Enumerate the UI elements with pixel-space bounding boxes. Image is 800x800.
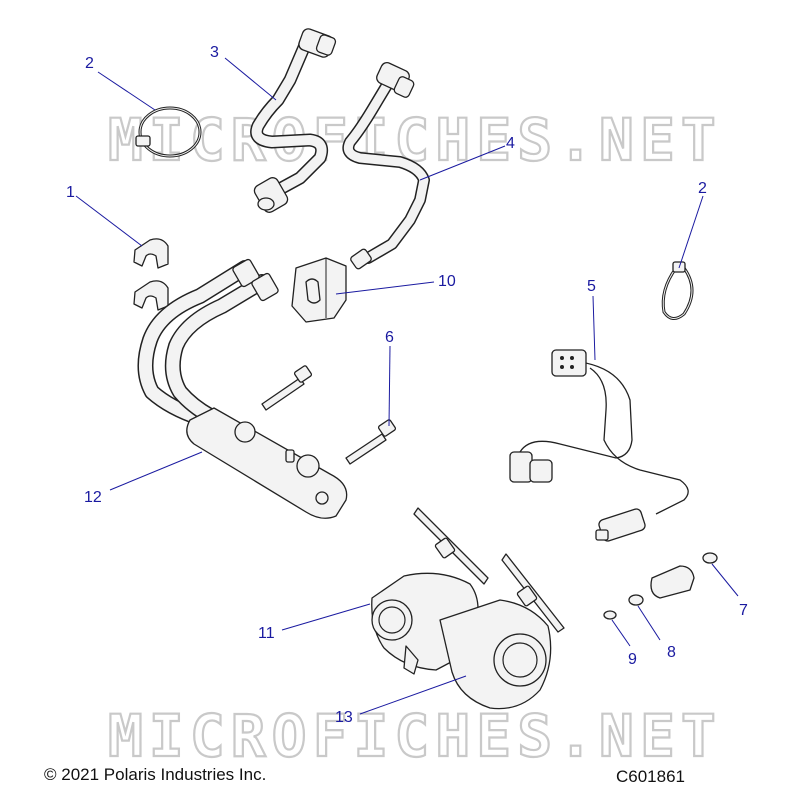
clip-1[interactable] (133, 238, 169, 311)
callout-6: 6 (385, 329, 394, 346)
hose-clamp-left[interactable] (135, 106, 202, 158)
washer-7[interactable] (702, 552, 718, 564)
callout-9: 9 (628, 651, 637, 668)
callout-5: 5 (587, 278, 596, 295)
throttle-body-11-13[interactable] (371, 507, 565, 710)
bolt-6[interactable] (261, 365, 397, 465)
callout-10: 10 (438, 273, 456, 290)
drawing-code: C601861 (616, 767, 685, 786)
callout-11: 11 (258, 625, 275, 642)
washer-8[interactable] (628, 594, 644, 606)
fitting[interactable] (650, 565, 695, 599)
fuel-rail-12[interactable] (137, 258, 348, 519)
callout-12: 12 (84, 489, 102, 506)
callout-7: 7 (739, 602, 748, 619)
callout-2-right: 2 (698, 180, 707, 197)
watermark-bottom: MICROFICHES.NET (108, 702, 722, 770)
callout-2-left: 2 (85, 55, 94, 72)
foam-block-10[interactable] (291, 257, 347, 323)
callout-1: 1 (66, 184, 75, 201)
callout-3: 3 (210, 44, 219, 61)
callout-13: 13 (335, 709, 353, 726)
hose-clamp-right[interactable] (661, 261, 694, 320)
washer-9[interactable] (603, 610, 617, 620)
wiring-harness-5[interactable] (509, 349, 689, 542)
fuel-hose-3[interactable] (250, 27, 337, 214)
fuel-hose-4[interactable] (342, 61, 430, 270)
callout-8: 8 (667, 644, 676, 661)
copyright-text: © 2021 Polaris Industries Inc. (44, 765, 266, 784)
callout-4: 4 (506, 135, 515, 152)
leader-lines (75, 57, 739, 715)
